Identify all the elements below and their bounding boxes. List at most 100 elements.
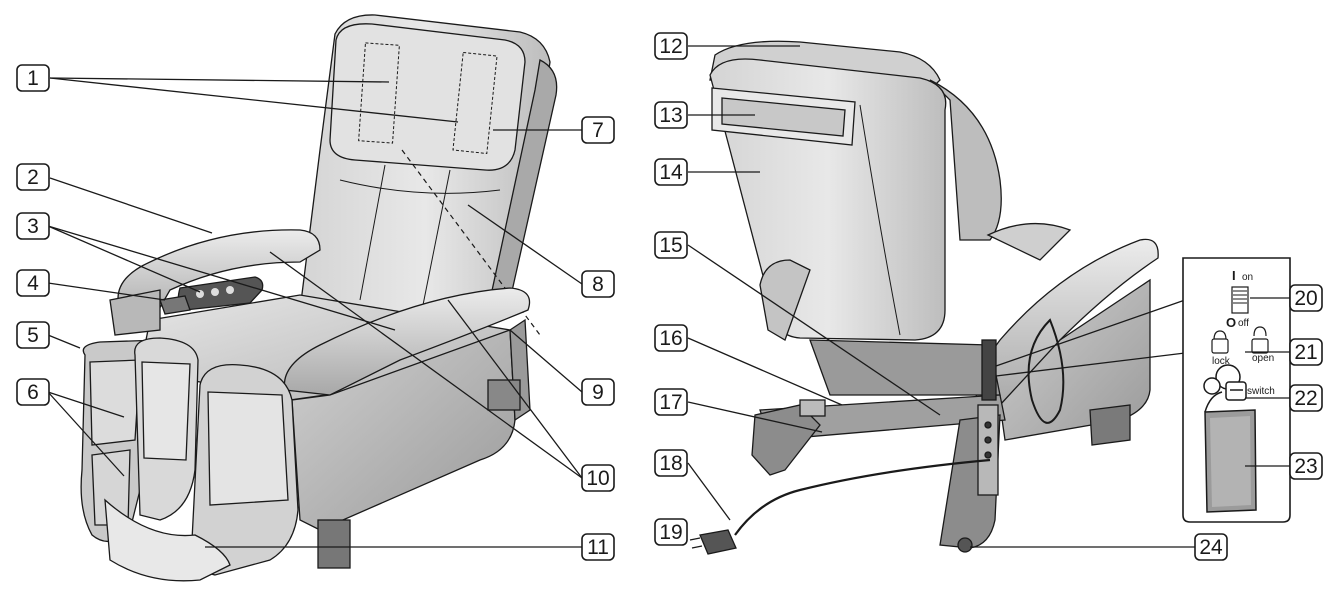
callout-18: 18 <box>654 449 688 477</box>
callout-box <box>16 212 50 240</box>
callout-box <box>654 158 688 186</box>
right-leader-lines <box>687 45 1195 548</box>
callout-6: 6 <box>16 378 50 406</box>
callout-number: 14 <box>659 161 683 184</box>
power-switch-icon <box>1231 286 1249 314</box>
callout-number: 15 <box>659 234 682 257</box>
callout-number: 5 <box>27 324 39 347</box>
off-label: off <box>1238 318 1249 329</box>
open-lock-icon <box>1251 326 1269 354</box>
open-label: open <box>1252 353 1274 364</box>
callout-box <box>1289 452 1323 480</box>
headrest-pillow <box>329 23 526 171</box>
switch-lock-inset: I on O off lock open switch <box>1182 257 1291 523</box>
callout-number: 21 <box>1294 341 1317 364</box>
callout-14: 14 <box>654 158 688 186</box>
callout-number: 1 <box>27 67 39 90</box>
control-box <box>981 339 997 401</box>
callout-number: 22 <box>1294 387 1317 410</box>
callout-21: 21 <box>1289 338 1323 366</box>
callout-number: 7 <box>592 119 604 142</box>
callout-23: 23 <box>1289 452 1323 480</box>
on-symbol: I <box>1232 268 1236 283</box>
key-switch-icon <box>1203 364 1247 401</box>
callout-number: 4 <box>27 272 39 295</box>
off-symbol: O <box>1226 315 1236 330</box>
callout-box <box>581 533 615 561</box>
callout-8: 8 <box>581 270 615 298</box>
callout-2: 2 <box>16 163 50 191</box>
callout-15: 15 <box>654 231 688 259</box>
callout-box <box>16 321 50 349</box>
callout-20: 20 <box>1289 284 1323 312</box>
callout-box <box>16 269 50 297</box>
callout-11: 11 <box>581 533 615 561</box>
callout-number: 3 <box>27 215 39 238</box>
callout-number: 23 <box>1294 455 1317 478</box>
callout-number: 9 <box>592 381 604 404</box>
callout-1: 1 <box>16 64 50 92</box>
center-calf-airbag <box>141 361 191 461</box>
cord-loop <box>1027 318 1065 424</box>
upper-airbag-right <box>452 51 498 155</box>
callout-24: 24 <box>1194 533 1228 561</box>
callout-12: 12 <box>654 32 688 60</box>
upper-airbag-left <box>358 42 400 144</box>
rear-view-chair <box>689 40 1159 555</box>
callout-number: 11 <box>587 536 609 559</box>
callout-19: 19 <box>654 518 688 546</box>
callout-16: 16 <box>654 324 688 352</box>
foot-airbag <box>104 498 231 582</box>
callout-box <box>581 116 615 144</box>
callout-number: 6 <box>27 381 39 404</box>
callout-box <box>654 518 688 546</box>
callout-box <box>1289 284 1323 312</box>
lock-icon <box>1211 330 1229 354</box>
switch-label: switch <box>1247 386 1275 397</box>
callout-number: 8 <box>592 273 604 296</box>
front-stand <box>317 519 351 569</box>
callout-box <box>1289 338 1323 366</box>
callout-box <box>1289 384 1323 412</box>
callout-number: 10 <box>586 467 609 490</box>
callout-box <box>654 324 688 352</box>
callout-box <box>16 378 50 406</box>
callout-number: 13 <box>659 104 682 127</box>
callout-9: 9 <box>581 378 615 406</box>
lock-label: lock <box>1212 356 1231 367</box>
callout-box <box>654 101 688 129</box>
callout-number: 18 <box>659 452 682 475</box>
callout-number: 2 <box>27 166 39 189</box>
callout-box <box>654 231 688 259</box>
callout-22: 22 <box>1289 384 1323 412</box>
callout-4: 4 <box>16 269 50 297</box>
callout-5: 5 <box>16 321 50 349</box>
remote-holder <box>159 295 191 315</box>
left-armrest-base <box>109 289 161 336</box>
callout-number: 16 <box>659 327 682 350</box>
callout-box <box>16 64 50 92</box>
power-cord <box>734 458 991 536</box>
callout-17: 17 <box>654 388 688 416</box>
callout-box <box>581 378 615 406</box>
on-label: on <box>1242 272 1253 283</box>
side-base-foot <box>487 379 521 411</box>
seat-underside <box>809 339 1001 396</box>
power-plug <box>699 529 737 555</box>
callout-box <box>1194 533 1228 561</box>
callout-10: 10 <box>581 464 615 492</box>
callout-13: 13 <box>654 101 688 129</box>
callout-box <box>654 449 688 477</box>
callout-box <box>16 163 50 191</box>
callout-box <box>581 464 615 492</box>
left-leader-lines <box>47 77 583 548</box>
callout-number: 20 <box>1294 287 1317 310</box>
front-view-chair <box>80 14 558 582</box>
callout-number: 24 <box>1199 536 1223 559</box>
callout-3: 3 <box>16 212 50 240</box>
side-control <box>977 404 999 496</box>
callout-number: 12 <box>659 35 682 58</box>
callout-box <box>654 32 688 60</box>
